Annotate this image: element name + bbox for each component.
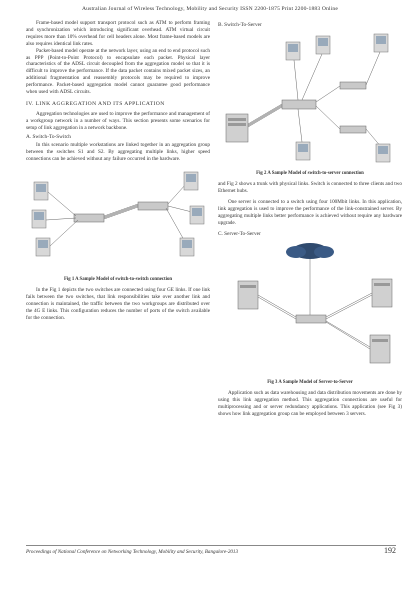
- server-icon: [225, 113, 249, 143]
- workstation-icon: [179, 238, 195, 257]
- paragraph-server-links: One server is connected to a switch usin…: [218, 198, 402, 226]
- paragraph-aggregation-intro: Aggregation technologies are used to imp…: [26, 110, 210, 131]
- paragraph-fig2-description: and Fig 2 shows a trunk with physical li…: [218, 181, 402, 194]
- workstation-icon: [285, 41, 301, 61]
- workstation-icon: [373, 33, 389, 53]
- right-column: B. Switch-To-Server: [218, 20, 402, 418]
- figure-2-switch-to-server: [225, 33, 391, 163]
- figure-1-caption: Fig 1 A Sample Model of switch-to-switch…: [63, 277, 173, 283]
- workstation-icon: [183, 172, 199, 191]
- figure-2-caption: Fig 2 A Sample Model of switch-to-server…: [256, 171, 364, 176]
- paragraph-frame-based: Frame-based model support transport prot…: [26, 20, 210, 47]
- figure-1-switch-to-switch: [31, 172, 205, 257]
- footer-divider: [26, 545, 396, 546]
- subsection-switch-to-server: B. Switch-To-Server: [218, 22, 262, 28]
- subsection-switch-to-switch: A. Switch-To-Switch: [26, 133, 71, 140]
- server-icon: [369, 335, 391, 364]
- hub-icon: [339, 125, 367, 134]
- workstation-icon: [189, 206, 205, 225]
- hub-icon: [339, 81, 367, 90]
- workstation-icon: [315, 35, 331, 55]
- page-number: 192: [384, 546, 396, 555]
- paragraph-fig1-description: In the Fig 1 depicts the two switches ar…: [26, 287, 210, 322]
- server-icon: [371, 279, 393, 308]
- running-header: Australian Journal of Wireless Technolog…: [81, 6, 338, 12]
- switch-icon: [73, 214, 105, 223]
- switch-icon: [281, 99, 317, 110]
- left-column: Frame-based model support transport prot…: [26, 20, 210, 322]
- figure-3-caption: Fig 3 A Sample Model of Server-to-Server: [267, 380, 353, 386]
- workstation-icon: [35, 238, 51, 257]
- switch-icon: [137, 202, 169, 211]
- paragraph-server-to-server: Application such as data warehousing and…: [218, 390, 402, 418]
- workstation-icon: [295, 141, 311, 161]
- link-lines: [247, 51, 383, 149]
- server-icon: [237, 281, 259, 310]
- paragraph-switch-to-switch: In this scenario multiple workstations a…: [26, 141, 210, 162]
- section-heading-link-aggregation: IV. LINK AGGREGATION AND ITS APPLICATION: [26, 100, 165, 107]
- figure-3-server-to-server: [237, 243, 393, 364]
- cloud-icon: [286, 243, 334, 260]
- link-lines: [257, 259, 373, 350]
- workstation-icon: [31, 210, 47, 229]
- paragraph-packet-based: Packet-based model operate at the networ…: [26, 47, 210, 96]
- link-lines: [45, 184, 193, 247]
- workstation-icon: [33, 182, 49, 201]
- footer-proceedings: Proceedings of National Conference on Ne…: [26, 549, 239, 555]
- workstation-icon: [375, 143, 391, 163]
- switch-icon: [295, 315, 327, 324]
- subsection-server-to-server: C. Server-To-Server: [218, 231, 261, 238]
